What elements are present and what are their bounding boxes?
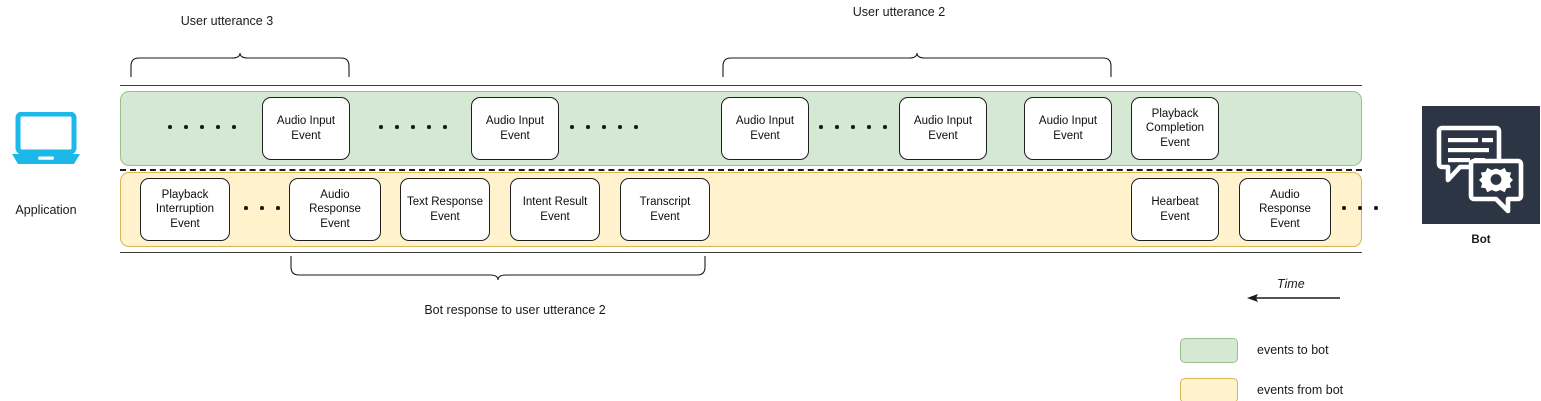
legend-label: events to bot bbox=[1257, 343, 1329, 357]
time-axis-label: Time bbox=[1277, 277, 1305, 291]
timeline-top-rule bbox=[120, 85, 1362, 86]
ellipsis-dots bbox=[1342, 206, 1378, 210]
ellipsis-dots bbox=[819, 125, 887, 129]
legend-label: events from bot bbox=[1257, 383, 1344, 397]
ellipsis-dots bbox=[570, 125, 638, 129]
legend-swatch-from-bot bbox=[1180, 378, 1238, 401]
legend-swatch-to-bot bbox=[1180, 338, 1238, 363]
ellipsis-dots bbox=[168, 125, 236, 129]
laptop-icon bbox=[10, 111, 82, 164]
application-endpoint-label: Application bbox=[15, 203, 77, 217]
bot-endpoint-label: Bot bbox=[1471, 234, 1491, 246]
curly-brace-icon bbox=[722, 52, 1112, 77]
brace-label: User utterance 2 bbox=[852, 5, 946, 19]
time-arrow-icon bbox=[1247, 294, 1340, 302]
brace-label: Bot response to user utterance 2 bbox=[424, 303, 606, 317]
bot-icon bbox=[1422, 106, 1540, 224]
ellipsis-dots bbox=[379, 125, 447, 129]
curly-brace-icon bbox=[290, 256, 706, 281]
curly-brace-icon bbox=[130, 52, 350, 77]
timeline-bottom-rule bbox=[120, 252, 1362, 253]
brace-label: User utterance 3 bbox=[180, 14, 274, 28]
ellipsis-dots bbox=[244, 206, 280, 210]
lane-divider bbox=[120, 169, 1362, 171]
